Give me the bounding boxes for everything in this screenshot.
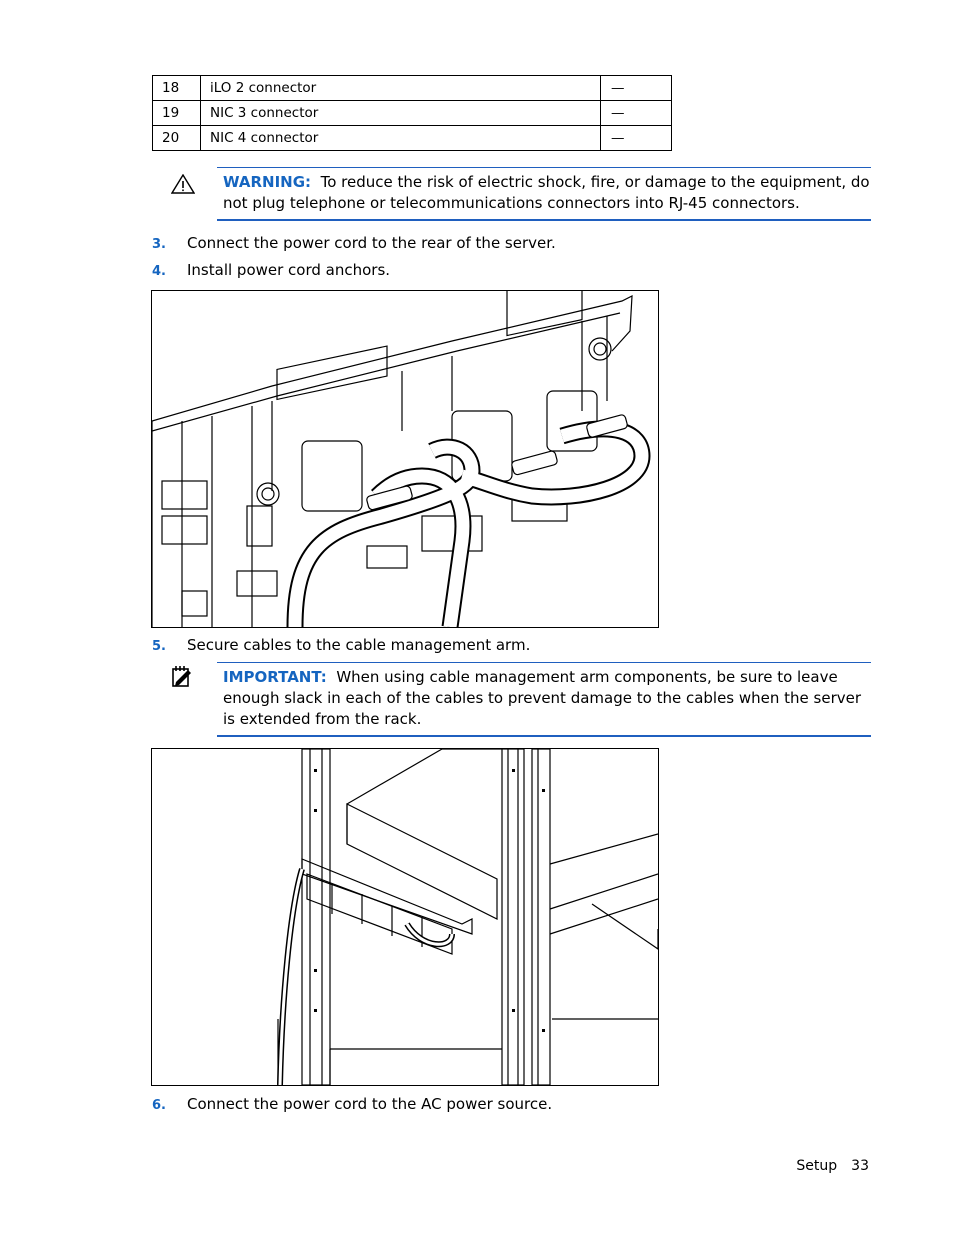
footer-page-number: 33 — [851, 1158, 869, 1174]
parts-table: 18 iLO 2 connector — 19 NIC 3 connector … — [152, 75, 672, 151]
step-text: Connect the power cord to the rear of th… — [187, 234, 556, 252]
table-cell-value: — — [600, 100, 672, 126]
step-number: 6. — [152, 1098, 166, 1113]
table-row: 20 NIC 4 connector — — [152, 125, 672, 151]
warning-paragraph: WARNING: To reduce the risk of electric … — [217, 168, 871, 219]
important-notepad-icon — [172, 666, 191, 687]
step-text: Connect the power cord to the AC power s… — [187, 1095, 553, 1113]
table-row: 18 iLO 2 connector — — [152, 75, 672, 101]
warning-text: To reduce the risk of electric shock, fi… — [223, 173, 870, 212]
table-cell-name: NIC 4 connector — [200, 125, 601, 151]
step-number: 5. — [152, 639, 166, 654]
table-cell-num: 19 — [152, 100, 201, 126]
warning-notice: WARNING: To reduce the risk of electric … — [217, 167, 871, 221]
step-6: 6. Connect the power cord to the AC power… — [152, 1094, 552, 1116]
warning-triangle-icon — [171, 174, 195, 194]
table-cell-num: 18 — [152, 75, 201, 101]
important-paragraph: IMPORTANT: When using cable management a… — [217, 663, 871, 735]
step-5: 5. Secure cables to the cable management … — [152, 635, 530, 657]
step-4: 4. Install power cord anchors. — [152, 260, 390, 282]
table-cell-name: NIC 3 connector — [200, 100, 601, 126]
page-footer: Setup 33 — [796, 1158, 869, 1174]
warning-label: WARNING: — [223, 173, 312, 191]
step-number: 4. — [152, 264, 166, 279]
important-notice: IMPORTANT: When using cable management a… — [217, 662, 871, 737]
table-cell-name: iLO 2 connector — [200, 75, 601, 101]
rack-drawing — [277, 749, 658, 1085]
table-row: 19 NIC 3 connector — — [152, 100, 672, 126]
cable-management-arm-illustration — [151, 748, 659, 1086]
table-cell-value: — — [600, 75, 672, 101]
step-number: 3. — [152, 237, 166, 252]
footer-section: Setup — [796, 1158, 838, 1174]
important-label: IMPORTANT: — [223, 668, 327, 686]
important-text: When using cable management arm componen… — [223, 668, 862, 728]
step-text: Install power cord anchors. — [187, 261, 391, 279]
table-cell-value: — — [600, 125, 672, 151]
power-cord-anchors-illustration — [151, 290, 659, 628]
step-text: Secure cables to the cable management ar… — [187, 636, 531, 654]
server-rear-drawing — [152, 291, 651, 627]
table-cell-num: 20 — [152, 125, 201, 151]
step-3: 3. Connect the power cord to the rear of … — [152, 233, 556, 255]
